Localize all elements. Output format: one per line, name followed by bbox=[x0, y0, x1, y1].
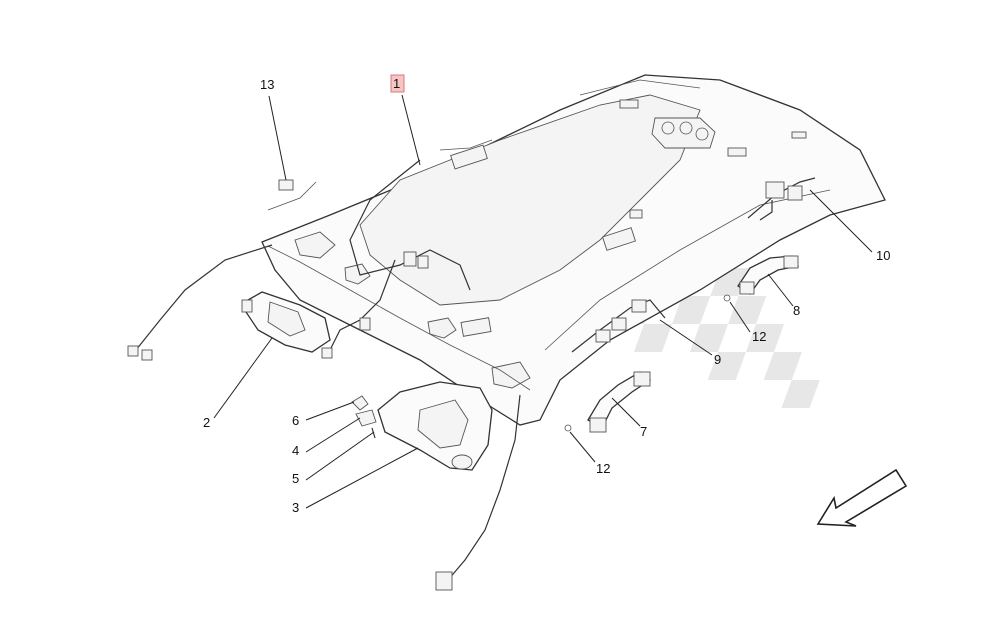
callout-6[interactable]: 6 bbox=[292, 413, 299, 428]
mount-bracket-front bbox=[747, 177, 816, 221]
callout-5[interactable]: 5 bbox=[292, 471, 299, 486]
callout-labels: 1 13 2 6 4 5 3 7 12 8 12 9 10 bbox=[203, 74, 890, 515]
callout-12-front[interactable]: 12 bbox=[752, 329, 766, 344]
clip-part-13 bbox=[267, 179, 317, 211]
callout-9[interactable]: 9 bbox=[714, 352, 721, 367]
callout-3[interactable]: 3 bbox=[292, 500, 299, 515]
callout-12-rear[interactable]: 12 bbox=[596, 461, 610, 476]
sun-visor-left bbox=[241, 291, 331, 353]
callout-2[interactable]: 2 bbox=[203, 415, 210, 430]
grab-handle-front bbox=[723, 255, 800, 302]
callout-1[interactable]: 1 bbox=[393, 76, 400, 91]
leader-lines bbox=[213, 94, 873, 509]
callout-7[interactable]: 7 bbox=[640, 424, 647, 439]
grab-handle-rear bbox=[564, 371, 652, 433]
wiring-harness bbox=[127, 159, 521, 591]
sun-visor-right bbox=[377, 381, 493, 471]
callout-highlight-box bbox=[390, 74, 405, 93]
callout-13[interactable]: 13 bbox=[260, 77, 274, 92]
callout-8[interactable]: 8 bbox=[793, 303, 800, 318]
mount-bracket-rear bbox=[571, 299, 666, 353]
callout-4[interactable]: 4 bbox=[292, 443, 299, 458]
front-direction-arrow-icon bbox=[816, 468, 908, 527]
headliner-panel bbox=[261, 74, 886, 426]
visor-clip-parts bbox=[351, 395, 377, 439]
callout-10[interactable]: 10 bbox=[876, 248, 890, 263]
